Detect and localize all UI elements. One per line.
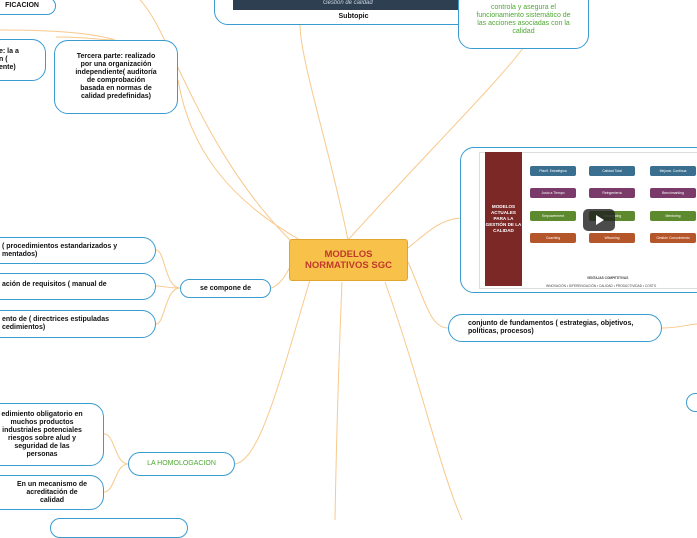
video-pill: Reingeniería bbox=[589, 188, 635, 198]
video-pill: Mejorar. Continua bbox=[650, 166, 696, 176]
link-central-homologacion bbox=[234, 279, 311, 465]
se-compone-label: se compone de bbox=[200, 284, 251, 292]
video-pill: Calidad Total bbox=[589, 166, 635, 176]
link-central-bottom1 bbox=[334, 281, 343, 520]
conjunto-text: conjunto de fundamentos ( estrategias, o… bbox=[468, 320, 634, 335]
right-partial-node[interactable] bbox=[686, 393, 697, 412]
video-slide-title: MODELOS ACTUALES PARA LA GESTIÓN DE LA C… bbox=[485, 152, 522, 286]
link-homol-2 bbox=[103, 463, 129, 493]
link-homol-1 bbox=[103, 433, 129, 465]
subtopic-caption: Subtopic bbox=[338, 13, 369, 20]
central-title: MODELOS NORMATIVOS SGC bbox=[305, 249, 392, 271]
link-central-controla bbox=[347, 47, 524, 241]
homologacion-label: LA HOMOLOGACION bbox=[147, 460, 216, 467]
link-central-bottom2 bbox=[384, 281, 463, 520]
homologacion-node[interactable]: LA HOMOLOGACION bbox=[128, 452, 235, 476]
conjunto-node[interactable]: conjunto de fundamentos ( estrategias, o… bbox=[448, 314, 662, 342]
link-compone-1 bbox=[155, 249, 181, 289]
play-icon[interactable] bbox=[583, 209, 615, 231]
homologacion-item-1-text: edimiento obligatorio en muchos producto… bbox=[1, 410, 83, 458]
homologacion-item-2-text: En un mecanismo de acreditación de calid… bbox=[16, 480, 88, 504]
top-image-banner: Gestión de calidad bbox=[233, 0, 473, 10]
video-pill: Empowerment bbox=[530, 211, 576, 221]
compone-item-2-text: ación de requisitos ( manual de bbox=[2, 281, 107, 288]
link-compone-2 bbox=[155, 285, 181, 289]
video-pill: Benchmarking bbox=[650, 188, 696, 198]
controla-node[interactable]: controla y asegura el funcionamiento sis… bbox=[458, 0, 589, 49]
certificacion-node[interactable]: FICACION bbox=[0, 0, 56, 15]
video-footer-title: VENTAJAS COMPETITIVAS bbox=[587, 276, 629, 280]
se-compone-node[interactable]: se compone de bbox=[180, 279, 271, 298]
banner-text: Gestión de calidad bbox=[323, 0, 373, 6]
video-pill: Justo a Tiempo bbox=[530, 188, 576, 198]
segunda-parte-text: e: la a n ( ente) bbox=[0, 48, 19, 71]
link-central-conjunto bbox=[407, 261, 449, 329]
homologacion-item-1[interactable]: edimiento obligatorio en muchos producto… bbox=[0, 403, 104, 466]
bottom-partial-node[interactable] bbox=[50, 518, 188, 538]
compone-item-1-text: ( procedimientos estandarizados y mentad… bbox=[2, 242, 118, 258]
video-pill: Coaching bbox=[530, 233, 576, 243]
homologacion-item-2[interactable]: En un mecanismo de acreditación de calid… bbox=[0, 475, 104, 510]
compone-item-1[interactable]: ( procedimientos estandarizados y mentad… bbox=[0, 237, 156, 264]
link-central-certificacion bbox=[139, 0, 291, 241]
video-pill: Mentoring bbox=[650, 211, 696, 221]
controla-text: controla y asegura el funcionamiento sis… bbox=[476, 4, 571, 35]
link-conjunto-right bbox=[661, 323, 697, 329]
compone-item-3-text: ento de ( directrices estipuladas cedimi… bbox=[2, 316, 109, 331]
link-compone-3 bbox=[155, 287, 181, 325]
compone-item-3[interactable]: ento de ( directrices estipuladas cedimi… bbox=[0, 310, 156, 338]
tercera-parte-text: Tercera parte: realizado por una organiz… bbox=[75, 53, 157, 100]
link-central-video bbox=[407, 217, 461, 249]
certificacion-text: FICACION bbox=[5, 2, 39, 9]
video-pill: Wfcoming bbox=[589, 233, 635, 243]
video-footer-line: INNOVACIÓN • DIFERENCIACIÓN • CALIDAD • … bbox=[546, 284, 657, 288]
central-topic[interactable]: MODELOS NORMATIVOS SGC bbox=[289, 239, 408, 281]
link-left-connector bbox=[0, 29, 116, 41]
link-central-top bbox=[299, 23, 349, 241]
compone-item-2[interactable]: ación de requisitos ( manual de bbox=[0, 273, 156, 300]
link-tercera-left bbox=[55, 36, 116, 41]
segunda-parte-node[interactable]: e: la a n ( ente) bbox=[0, 39, 46, 81]
tercera-parte-node[interactable]: Tercera parte: realizado por una organiz… bbox=[54, 40, 178, 114]
video-pill: Gestión Conocimiento bbox=[650, 233, 696, 243]
video-pill: Planif. Estratégica bbox=[530, 166, 576, 176]
